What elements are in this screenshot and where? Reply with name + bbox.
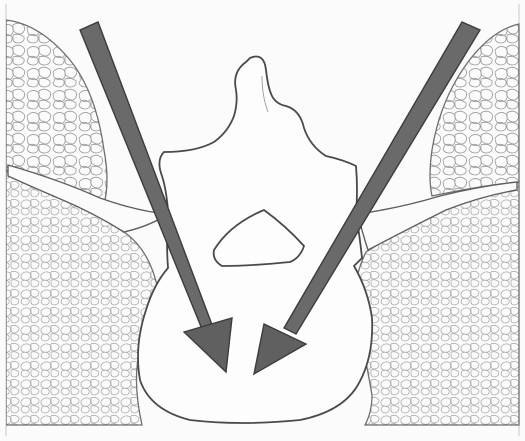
right-muscle-mass (430, 24, 519, 196)
